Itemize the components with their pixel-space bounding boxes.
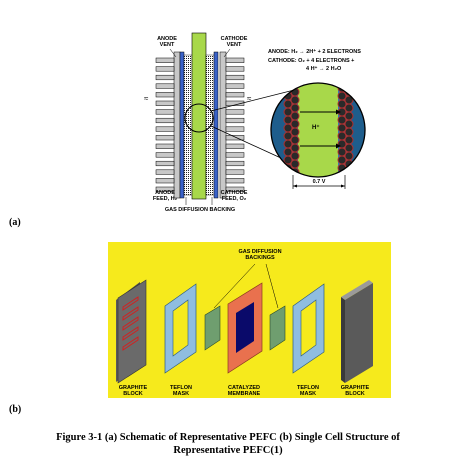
graphite-block-left: [116, 279, 147, 384]
membrane: [191, 32, 207, 200]
proton-label: H⁺: [312, 125, 320, 131]
teflon-mask-right: [292, 283, 325, 374]
cathode-reaction-line2: 4 H⁺ → 2 H₂O: [306, 66, 342, 72]
backings-pointer-right: [265, 263, 279, 309]
proton-arrowhead-bottom: [336, 143, 341, 149]
cathode-vent-pointer: [223, 48, 231, 58]
anode-reaction: ANODE: H₂ → 2H⁺ + 2 ELECTRONS: [268, 49, 361, 55]
proton-arrowhead-top: [336, 109, 341, 115]
voltage-arrowhead-right: [341, 184, 345, 188]
anode-vent-pointer: [169, 48, 177, 58]
voltage-arrowhead-left: [293, 184, 297, 188]
enlarged-membrane: [298, 83, 338, 177]
catalyzed-membrane-sheet: [227, 282, 263, 374]
voltage-label: 0.7 V: [312, 179, 326, 185]
anode-electrode: [179, 51, 185, 199]
gas-diffusion-backing-left: [204, 305, 221, 351]
gas-diffusion-backing-label: GAS DIFFUSION BACKING: [164, 207, 236, 213]
enlarged-view: [270, 82, 366, 189]
panel-a-letter: (a): [9, 217, 21, 228]
flow-channels: [122, 296, 139, 351]
figure-caption-line2: Representative PEFC(1): [173, 445, 283, 456]
gas-diffusion-backing-right: [269, 305, 286, 351]
figure-caption-line1: Figure 3-1 (a) Schematic of Representati…: [56, 432, 400, 443]
cathode-flow-plate: [219, 51, 245, 199]
cathode-reaction-line1: CATHODE: O₂ + 4 ELECTRONS +: [268, 58, 355, 64]
break-mark-right: ≈: [247, 94, 252, 103]
anode-catalyst-layer: [183, 54, 193, 196]
teflon-mask-left: [164, 283, 197, 374]
cathode-catalyst-particles: [337, 83, 354, 177]
graphite-block-right: [341, 280, 373, 383]
cathode-catalyst-layer: [205, 54, 215, 196]
anode-catalyst-particles: [283, 83, 300, 177]
panel-b-letter: (b): [9, 404, 22, 415]
schematic-cell: ≈ ≈: [144, 32, 319, 200]
backings-pointer-left: [213, 263, 256, 309]
anode-flow-plate: [155, 51, 181, 199]
magnifier-circle: [184, 103, 214, 133]
break-mark-left: ≈: [144, 94, 149, 103]
cathode-electrode: [213, 51, 219, 199]
